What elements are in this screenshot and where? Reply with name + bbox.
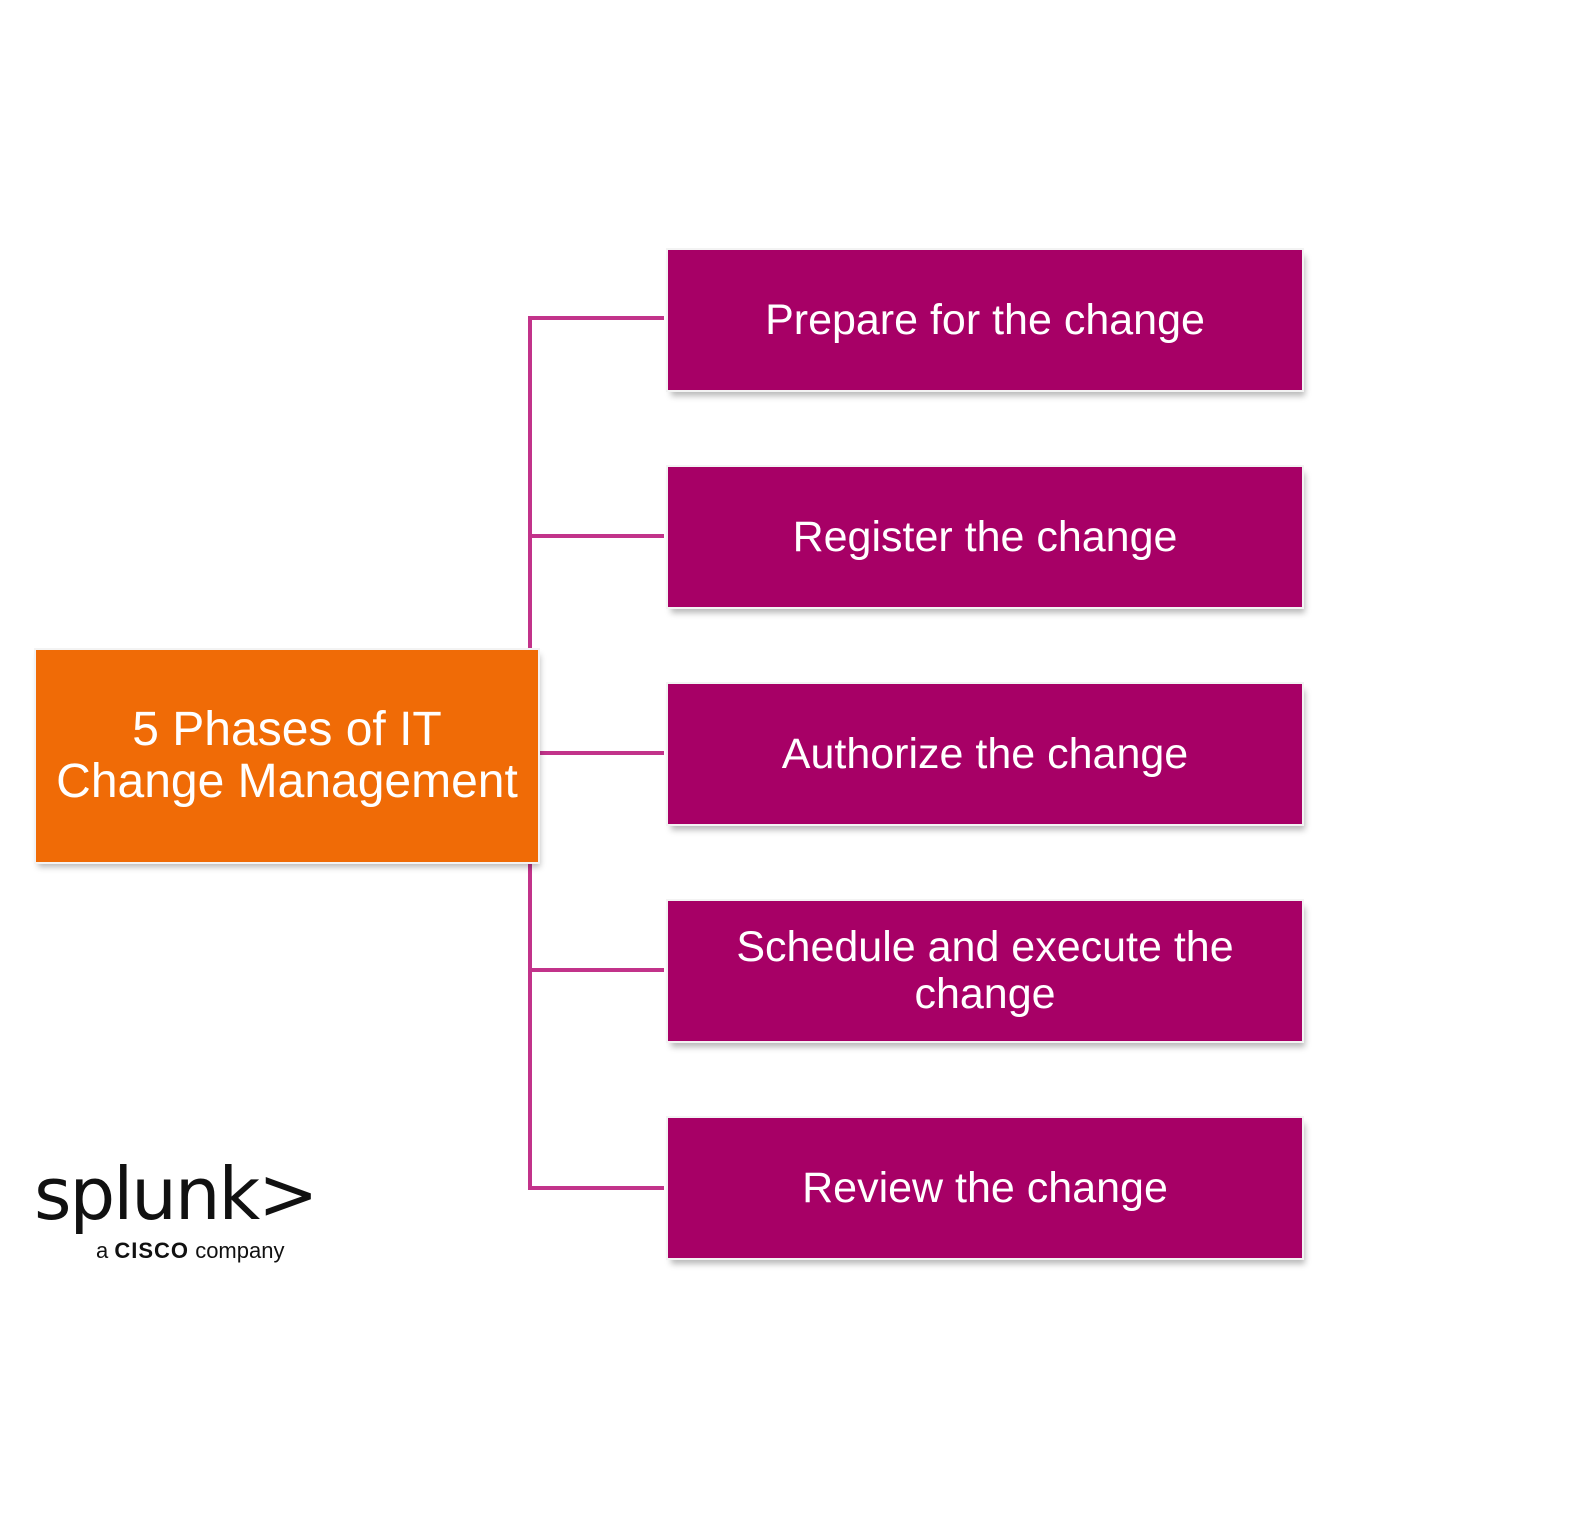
phase-node-register: Register the change: [666, 465, 1304, 609]
logo-tagline: a CISCO company: [96, 1238, 284, 1264]
phase-label: Schedule and execute the change: [736, 923, 1234, 1018]
phase-label: Review the change: [802, 1163, 1168, 1212]
phase-label: Prepare for the change: [765, 295, 1205, 344]
phase-node-authorize: Authorize the change: [666, 682, 1304, 826]
phase-node-review: Review the change: [666, 1116, 1304, 1260]
logo-tagline-suffix: company: [195, 1238, 285, 1263]
root-node: 5 Phases of IT Change Management: [34, 648, 540, 864]
logo-tagline-prefix: a: [96, 1238, 109, 1263]
phase-node-prepare: Prepare for the change: [666, 248, 1304, 392]
phase-node-schedule-execute: Schedule and execute the change: [666, 899, 1304, 1043]
logo-wordmark: splunk>: [34, 1152, 319, 1236]
root-title: 5 Phases of IT Change Management: [56, 703, 518, 808]
logo-tagline-brand: CISCO: [114, 1238, 190, 1263]
splunk-logo: splunk> a CISCO company: [34, 1150, 334, 1275]
phase-label: Authorize the change: [781, 729, 1189, 778]
phase-label: Register the change: [792, 512, 1178, 561]
